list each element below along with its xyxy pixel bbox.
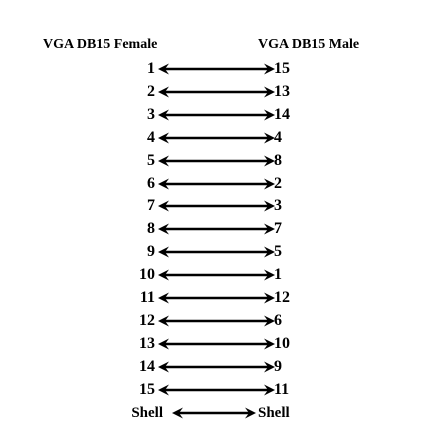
male-pin-label: 4 <box>274 128 282 146</box>
shell-mapping-row: Shell Shell <box>0 403 433 423</box>
double-arrow-icon <box>158 315 275 327</box>
male-pin-label: 13 <box>274 82 290 100</box>
pin-mapping-row: 3 14 <box>0 105 433 125</box>
double-arrow-icon <box>158 246 275 258</box>
female-pin-label: 12 <box>139 311 155 329</box>
male-pin-label: Shell <box>258 404 290 421</box>
female-pin-label: 3 <box>147 105 155 123</box>
pin-mapping-row: 2 13 <box>0 82 433 102</box>
male-pin-label: 7 <box>274 220 282 238</box>
female-pin-label: 14 <box>139 357 155 375</box>
female-pin-label: 15 <box>139 380 155 398</box>
double-arrow-icon <box>158 200 275 212</box>
female-pin-label: 5 <box>147 151 155 169</box>
double-arrow-icon <box>158 178 275 189</box>
female-pin-label: Shell <box>131 404 163 421</box>
double-arrow-icon <box>158 269 275 281</box>
double-arrow-icon <box>158 132 275 144</box>
male-pin-label: 5 <box>274 243 282 261</box>
female-pin-label: 9 <box>147 243 155 261</box>
male-pin-label: 10 <box>274 334 290 352</box>
pin-mapping-row: 12 6 <box>0 311 433 331</box>
male-pin-label: 12 <box>274 289 290 306</box>
double-arrow-icon <box>158 155 275 167</box>
male-pin-label: 14 <box>274 105 290 123</box>
male-connector-header: VGA DB15 Male <box>258 37 360 52</box>
male-pin-label: 9 <box>274 357 282 375</box>
double-arrow-icon <box>172 407 256 418</box>
female-pin-label: 7 <box>147 197 155 215</box>
pin-mapping-row: 14 9 <box>0 357 433 377</box>
female-pin-label: 1 <box>147 60 155 77</box>
double-arrow-icon <box>158 223 275 235</box>
pin-mapping-row: 1 15 <box>0 59 433 79</box>
female-pin-label: 8 <box>147 220 155 238</box>
pin-mapping-row: 13 10 <box>0 334 433 354</box>
double-arrow-icon <box>158 292 275 304</box>
male-pin-label: 15 <box>274 60 290 77</box>
pin-mapping-row: 10 1 <box>0 265 433 285</box>
double-arrow-icon <box>158 361 275 373</box>
female-pin-label: 2 <box>147 82 155 100</box>
double-arrow-icon <box>158 384 275 396</box>
female-pin-label: 10 <box>139 266 155 284</box>
double-arrow-icon <box>158 109 275 121</box>
female-pin-label: 6 <box>147 174 155 192</box>
male-pin-label: 1 <box>274 266 282 284</box>
male-pin-label: 11 <box>274 380 290 398</box>
female-pin-label: 11 <box>139 289 155 306</box>
double-arrow-icon <box>158 63 275 75</box>
pin-mapping-row: 11 12 <box>0 288 433 308</box>
double-arrow-icon <box>158 86 275 98</box>
female-pin-label: 4 <box>147 128 155 146</box>
male-pin-label: 3 <box>274 197 282 215</box>
male-pin-label: 2 <box>274 174 282 192</box>
double-arrow-icon <box>158 338 275 350</box>
male-pin-label: 6 <box>274 311 282 329</box>
female-connector-header: VGA DB15 Female <box>43 37 158 52</box>
female-pin-label: 13 <box>139 334 155 352</box>
male-pin-label: 8 <box>274 151 282 169</box>
